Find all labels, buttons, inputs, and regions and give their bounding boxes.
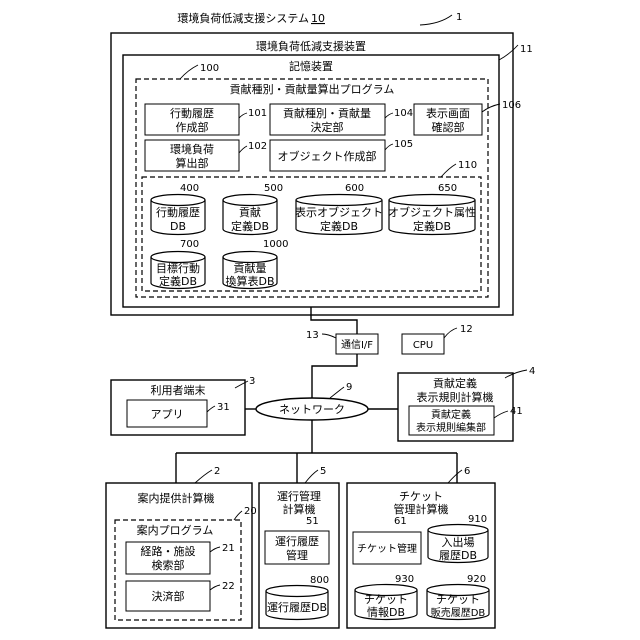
module-106-ref: 106: [502, 100, 521, 111]
svg-text:経路・施設: 経路・施設: [141, 544, 196, 558]
db-920-ref: 920: [467, 574, 486, 585]
svg-text:通信I/F: 通信I/F: [341, 339, 373, 351]
svg-text:算出部: 算出部: [176, 156, 209, 170]
db-group-ref: 110: [458, 160, 477, 171]
svg-text:作成部: 作成部: [176, 120, 209, 134]
svg-text:販売履歴DB: 販売履歴DB: [431, 606, 486, 619]
network-label: ネットワーク: [279, 403, 345, 416]
support-device: 環境負荷低減支援装置 記憶装置 11 100 貢献種別・貢献量算出プログラム 行…: [111, 33, 533, 354]
svg-text:定義DB: 定義DB: [231, 219, 269, 233]
system-title-ref: 10: [311, 12, 325, 25]
db-930-ref: 930: [395, 574, 414, 585]
user-terminal-ref: 3: [249, 376, 255, 387]
ticket-mgmt-ref: 61: [394, 516, 407, 527]
svg-text:検索部: 検索部: [152, 558, 185, 572]
svg-text:定義DB: 定義DB: [413, 219, 451, 233]
module-105-ref: 105: [394, 139, 413, 150]
guide-program-title: 案内プログラム: [137, 523, 214, 537]
svg-text:管理計算機: 管理計算機: [394, 502, 449, 516]
svg-text:環境負荷: 環境負荷: [170, 142, 214, 156]
svg-text:計算機: 計算機: [283, 502, 316, 516]
ticket-computer: チケット 管理計算機 6 チケット管理 61 入出場 履歴DB 910 チケット…: [347, 466, 495, 628]
svg-text:表示オブジェクト: 表示オブジェクト: [295, 205, 383, 219]
svg-text:行動履歴: 行動履歴: [170, 106, 214, 120]
db-910-ref: 910: [468, 514, 487, 525]
svg-text:情報DB: 情報DB: [367, 606, 405, 619]
app-ref: 31: [217, 402, 230, 413]
svg-text:決定部: 決定部: [311, 120, 344, 134]
module-104-ref: 104: [394, 108, 413, 119]
svg-text:CPU: CPU: [413, 340, 433, 351]
module-101-ref: 101: [248, 108, 267, 119]
guide-computer-title: 案内提供計算機: [138, 491, 215, 505]
db-700-ref: 700: [180, 239, 199, 250]
db-500-ref: 500: [264, 183, 283, 194]
svg-text:行動履歴: 行動履歴: [156, 205, 200, 219]
rule-computer-ref: 4: [529, 366, 535, 377]
svg-text:履歴DB: 履歴DB: [439, 549, 477, 562]
comm-interface: 通信I/F 13: [306, 330, 378, 354]
db-1000-ref: 1000: [263, 239, 288, 250]
svg-text:オブジェクト属性: オブジェクト属性: [388, 205, 476, 219]
user-terminal: 利用者端末 3 アプリ 31: [111, 376, 255, 435]
db-650-ref: 650: [438, 183, 457, 194]
ticket-computer-ref: 6: [464, 466, 470, 477]
svg-text:貢献種別・貢献量: 貢献種別・貢献量: [283, 106, 371, 120]
cpu-ref: 12: [460, 324, 473, 335]
operation-db-label: 運行履歴DB: [267, 601, 327, 614]
svg-text:チケット: チケット: [436, 593, 480, 606]
app-label: アプリ: [151, 408, 184, 421]
comm-if-ref: 13: [306, 330, 319, 341]
db-400-ref: 400: [180, 183, 199, 194]
guide-computer: 案内提供計算機 2 案内プログラム 20 経路・施設 検索部 21 決済部 22: [106, 466, 257, 628]
module-102-ref: 102: [248, 141, 267, 152]
program-title: 貢献種別・貢献量算出プログラム: [230, 82, 395, 96]
svg-text:チケット: チケット: [399, 490, 443, 503]
guide-program-ref: 20: [244, 506, 257, 517]
storage-title: 記憶装置: [289, 59, 333, 73]
storage-device: 記憶装置 11 100 貢献種別・貢献量算出プログラム 行動履歴 作成部 101: [123, 44, 533, 307]
svg-text:入出場: 入出場: [442, 535, 475, 549]
svg-text:表示画面: 表示画面: [426, 106, 470, 120]
cpu: CPU 12: [402, 324, 473, 354]
svg-text:運行履歴: 運行履歴: [275, 535, 319, 548]
svg-text:貢献定義: 貢献定義: [431, 408, 471, 421]
rule-editor-ref: 41: [510, 406, 523, 417]
program-ref: 100: [200, 63, 219, 74]
search-ref: 21: [222, 543, 235, 554]
rule-computer: 貢献定義 表示規則計算機 4 貢献定義 表示規則編集部 41: [398, 366, 535, 441]
svg-text:貢献: 貢献: [239, 205, 261, 219]
svg-text:DB: DB: [170, 220, 186, 233]
svg-text:定義DB: 定義DB: [320, 219, 358, 233]
svg-text:表示規則編集部: 表示規則編集部: [416, 421, 486, 434]
operation-mgmt-ref: 51: [306, 516, 319, 527]
storage-ref: 11: [520, 44, 533, 55]
svg-text:管理: 管理: [286, 548, 308, 562]
svg-text:チケット: チケット: [364, 593, 408, 606]
svg-text:貢献量: 貢献量: [234, 261, 267, 275]
svg-text:オブジェクト作成部: オブジェクト作成部: [278, 149, 377, 163]
operation-computer-ref: 5: [320, 466, 326, 477]
svg-text:定義DB: 定義DB: [159, 274, 197, 288]
svg-text:決済部: 決済部: [152, 589, 185, 603]
svg-text:表示規則計算機: 表示規則計算機: [417, 390, 494, 404]
payment-ref: 22: [222, 581, 235, 592]
svg-text:目標行動: 目標行動: [156, 261, 200, 275]
svg-text:確認部: 確認部: [432, 120, 465, 134]
operation-computer: 運行管理 計算機 5 運行履歴 管理 51 運行履歴DB 800: [259, 466, 339, 628]
system-title: 環境負荷低減支援システム: [177, 11, 309, 25]
device-title: 環境負荷低減支援装置: [256, 39, 366, 53]
guide-computer-ref: 2: [214, 466, 220, 477]
svg-text:運行管理: 運行管理: [277, 489, 321, 503]
ticket-mgmt-label: チケット管理: [357, 542, 417, 555]
db-600-ref: 600: [345, 183, 364, 194]
network-ref: 9: [346, 382, 352, 393]
user-terminal-title: 利用者端末: [151, 383, 206, 397]
device-ref: 1: [456, 12, 462, 23]
svg-text:換算表DB: 換算表DB: [225, 274, 274, 288]
svg-text:貢献定義: 貢献定義: [433, 376, 477, 390]
operation-db-ref: 800: [310, 575, 329, 586]
